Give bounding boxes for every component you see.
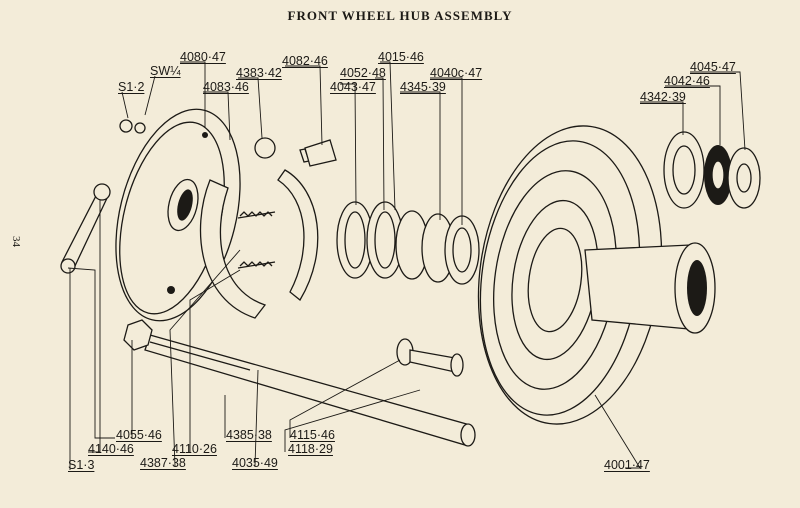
part-4083-46: 4083·46: [203, 80, 249, 94]
hub-drum: [477, 125, 716, 425]
dust-cap: [304, 139, 337, 167]
part-s1-3: S1·3: [68, 458, 95, 472]
adjuster-nut: [254, 137, 276, 159]
part-4387-38: 4387·38: [140, 456, 186, 470]
part-4001-47: 4001·47: [604, 458, 650, 472]
part-4383-42: 4383·42: [236, 66, 282, 80]
part-4115-46: 4115·46: [290, 428, 335, 442]
part-sw: SW¼: [150, 64, 181, 78]
part-4140-46: 4140·46: [88, 442, 134, 456]
part-4345-39: 4345·39: [400, 80, 446, 94]
part-4385-38: 4385·38: [226, 428, 272, 442]
part-4055-46: 4055·46: [116, 428, 162, 442]
brake-shoes: [199, 169, 319, 319]
axle-nut: [123, 319, 153, 351]
part-4035-49: 4035·49: [232, 456, 278, 470]
nut-washer: [119, 119, 146, 134]
leader-lines: [67, 61, 746, 470]
outer-bearing-set: [663, 131, 761, 209]
part-4082-46: 4082·46: [282, 54, 328, 68]
lever-arm: [60, 183, 111, 274]
part-4040c-47: 4040c·47: [430, 66, 483, 80]
part-4052-48: 4052·48: [340, 66, 386, 80]
part-4118-29: 4118·29: [288, 442, 333, 456]
page-title: FRONT WHEEL HUB ASSEMBLY: [287, 8, 513, 23]
part-4043-47: 4043·47: [330, 80, 376, 94]
grease-nipple: [396, 338, 464, 377]
part-4015-46: 4015·46: [378, 50, 424, 64]
bearing-set: [336, 201, 480, 285]
part-4342-39: 4342·39: [640, 90, 686, 104]
part-4080-47: 4080·47: [180, 50, 226, 64]
part-4042-46: 4042·46: [664, 74, 710, 88]
part-4045-47: 4045·47: [690, 60, 736, 74]
part-s1-2: S1·2: [118, 80, 145, 94]
part-4110-26: 4110·26: [172, 442, 217, 456]
